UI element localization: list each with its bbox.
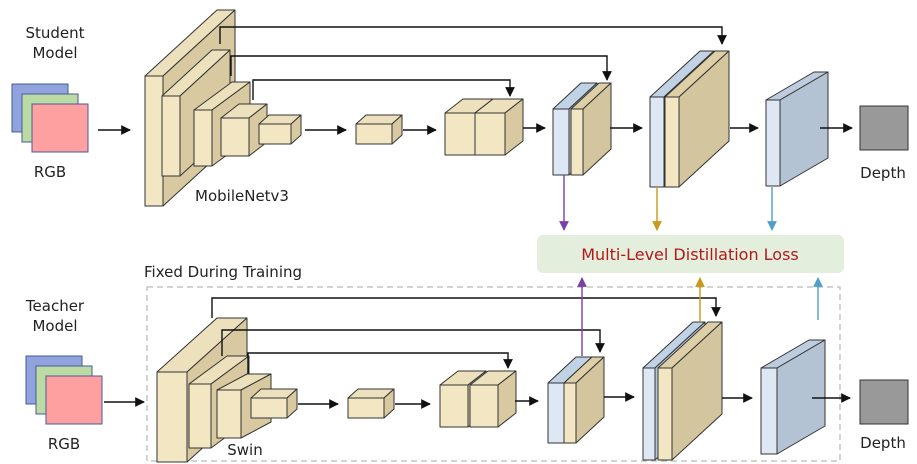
student-rgb-label: RGB bbox=[34, 163, 66, 181]
teacher-decoder-block-b bbox=[469, 370, 517, 428]
teacher-decoder-slab-2-tan bbox=[657, 321, 723, 461]
teacher-head-block bbox=[760, 339, 826, 455]
frozen-teacher-region bbox=[146, 286, 841, 462]
teacher-skip-1 bbox=[211, 297, 721, 318]
student-title-line1: Student bbox=[25, 24, 84, 42]
teacher-depth-output bbox=[859, 379, 909, 425]
student-skip-1 bbox=[219, 26, 727, 45]
student-skip-3 bbox=[252, 79, 515, 100]
distillation-loss-label: Multi-Level Distillation Loss bbox=[581, 245, 799, 264]
teacher-skip-2 bbox=[221, 329, 605, 356]
student-depth-output bbox=[859, 105, 909, 151]
teacher-encoder-block-4 bbox=[250, 388, 298, 419]
diagram-shapes bbox=[11, 9, 909, 463]
student-decoder-block-b bbox=[474, 98, 524, 156]
distillation-loss-box bbox=[537, 235, 844, 273]
teacher-title-line2: Model bbox=[32, 317, 77, 335]
fixed-during-training-label: Fixed During Training bbox=[144, 263, 302, 281]
teacher-title-line1: Teacher bbox=[25, 297, 85, 315]
student-decoder-slab-1-tan bbox=[570, 82, 612, 176]
student-head-block bbox=[765, 71, 829, 187]
student-skip-2 bbox=[230, 55, 612, 81]
student-bottleneck-block bbox=[355, 114, 403, 145]
student-rgb-layer-red bbox=[31, 103, 89, 153]
teacher-rgb-layer-red bbox=[45, 375, 103, 425]
student-encoder-block-5 bbox=[258, 114, 302, 145]
student-title-line2: Model bbox=[32, 44, 77, 62]
teacher-skip-3 bbox=[247, 352, 513, 374]
teacher-bottleneck-block bbox=[347, 388, 395, 419]
student-decoder-slab-2-tan bbox=[664, 50, 730, 188]
student-backbone-label: MobileNetv3 bbox=[195, 187, 289, 205]
teacher-decoder-slab-1-tan bbox=[563, 356, 605, 444]
student-depth-label: Depth bbox=[860, 164, 906, 182]
teacher-rgb-label: RGB bbox=[48, 435, 80, 453]
teacher-backbone-label: Swin bbox=[227, 441, 262, 459]
teacher-depth-label: Depth bbox=[860, 434, 906, 452]
